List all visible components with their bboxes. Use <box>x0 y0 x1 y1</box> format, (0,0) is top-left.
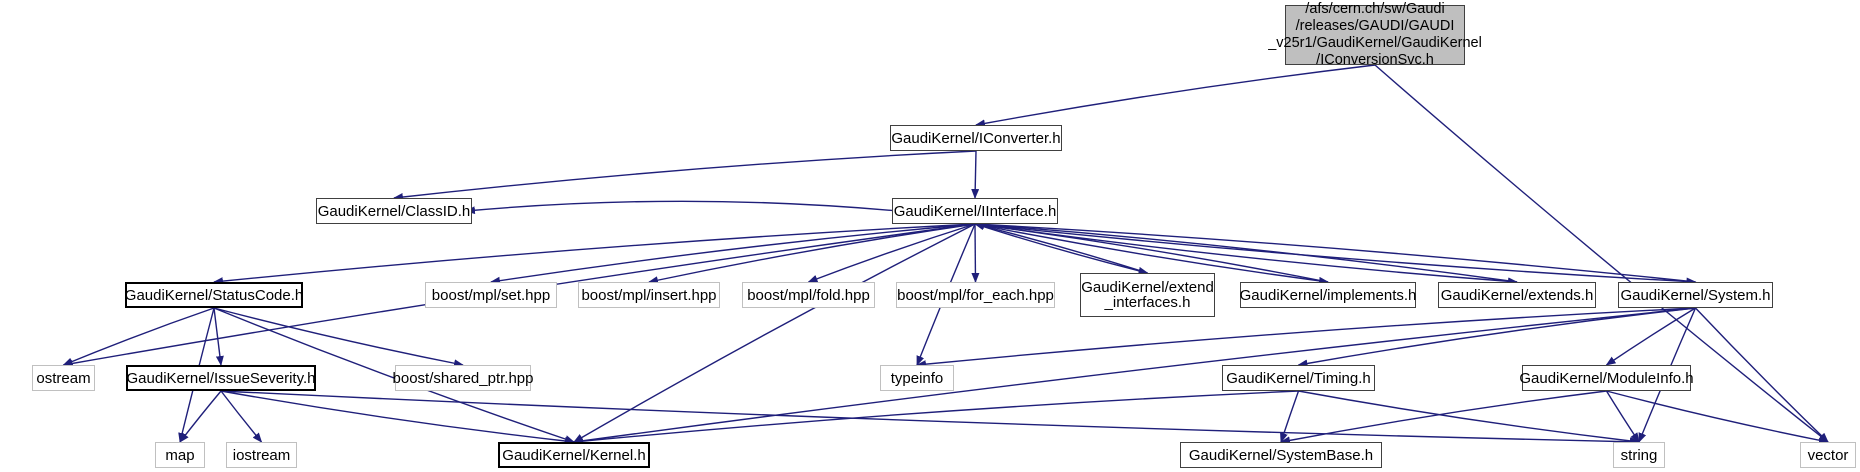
graph-edge-statuscode-to-issueseverity <box>213 307 224 366</box>
graph-edge-iconverter-to-classid <box>393 150 977 201</box>
graph-edge-system-to-moduleinfo <box>1605 307 1696 366</box>
graph-node-iinterface[interactable]: GaudiKernel/IInterface.h <box>892 198 1058 224</box>
graph-node-typeinfo[interactable]: typeinfo <box>880 365 954 391</box>
graph-edge-iconverter-to-iinterface <box>971 150 980 199</box>
graph-edge-iinterface-to-implements <box>974 223 1329 285</box>
graph-node-kernel[interactable]: GaudiKernel/Kernel.h <box>498 442 650 468</box>
graph-edge-iinterface-to-kernel <box>573 223 976 443</box>
graph-edge-iinterface-to-extendint <box>974 223 1149 275</box>
graph-node-issueseverity[interactable]: GaudiKernel/IssueSeverity.h <box>126 365 316 391</box>
graph-node-vector[interactable]: vector <box>1800 442 1856 468</box>
graph-node-mplfold[interactable]: boost/mpl/fold.hpp <box>742 282 875 308</box>
graph-edge-timing-to-string <box>1298 390 1640 445</box>
graph-edge-iinterface-to-system <box>974 223 1697 286</box>
graph-edge-statuscode-to-ostream <box>62 307 215 366</box>
graph-edge-root-to-iconverter <box>975 64 1376 128</box>
graph-edge-extends-to-iinterface <box>974 220 1518 283</box>
graph-edge-system-to-kernel <box>573 307 1696 445</box>
graph-edge-iinterface-to-mplset <box>490 223 976 285</box>
graph-edge-moduleinfo-to-systembase <box>1280 390 1607 445</box>
graph-edge-implements-to-iinterface <box>974 221 1329 283</box>
graph-node-root[interactable]: /afs/cern.ch/sw/Gaudi /releases/GAUDI/GA… <box>1268 1 1482 68</box>
graph-node-mplinsert[interactable]: boost/mpl/insert.hpp <box>578 282 720 308</box>
graph-edge-issueseverity-to-iostream <box>220 390 263 443</box>
graph-edge-system-to-timing <box>1297 307 1696 368</box>
graph-node-moduleinfo[interactable]: GaudiKernel/ModuleInfo.h <box>1519 365 1694 391</box>
graph-node-systembase[interactable]: GaudiKernel/SystemBase.h <box>1180 442 1382 468</box>
graph-node-implements[interactable]: GaudiKernel/implements.h <box>1240 282 1416 308</box>
graph-edge-statuscode-to-sharedptr <box>213 307 464 368</box>
graph-node-string[interactable]: string <box>1613 442 1665 468</box>
graph-edge-system-to-typeinfo <box>916 307 1696 369</box>
graph-edge-iinterface-to-mplforeach <box>971 223 980 283</box>
graph-node-mplforeach[interactable]: boost/mpl/for_each.hpp <box>896 282 1055 308</box>
graph-edge-iinterface-to-statuscode <box>213 223 976 286</box>
graph-edge-iinterface-to-classid <box>465 200 899 215</box>
graph-edge-system-to-iinterface <box>974 220 1696 283</box>
graph-edge-moduleinfo-to-vector <box>1606 390 1829 445</box>
graph-node-system[interactable]: GaudiKernel/System.h <box>1618 282 1773 308</box>
graph-node-iconverter[interactable]: GaudiKernel/IConverter.h <box>890 125 1062 151</box>
graph-node-statuscode[interactable]: GaudiKernel/StatusCode.h <box>125 282 303 308</box>
graph-edge-root-to-vector <box>1374 64 1829 443</box>
graph-node-extends[interactable]: GaudiKernel/extends.h <box>1438 282 1596 308</box>
graph-edge-issueseverity-to-map <box>179 390 222 443</box>
graph-node-extendint[interactable]: GaudiKernel/extend _interfaces.h <box>1080 273 1215 317</box>
graph-node-mplset[interactable]: boost/mpl/set.hpp <box>425 282 557 308</box>
graph-node-ostream[interactable]: ostream <box>32 365 95 391</box>
graph-edge-system-to-vector <box>1694 307 1829 443</box>
graph-edge-issueseverity-to-kernel <box>220 390 575 445</box>
graph-node-sharedptr[interactable]: boost/shared_ptr.hpp <box>393 365 533 391</box>
graph-edge-timing-to-systembase <box>1280 390 1300 443</box>
graph-node-timing[interactable]: GaudiKernel/Timing.h <box>1222 365 1375 391</box>
graph-edge-iinterface-to-mplinsert <box>648 223 976 285</box>
graph-edge-iinterface-to-mplfold <box>807 223 976 283</box>
graph-edge-extendint-to-iinterface <box>974 222 1148 274</box>
graph-node-classid[interactable]: GaudiKernel/ClassID.h <box>316 198 472 224</box>
graph-edge-timing-to-kernel <box>573 390 1299 446</box>
graph-edge-moduleinfo-to-string <box>1605 390 1640 443</box>
graph-node-iostream[interactable]: iostream <box>226 442 297 468</box>
graph-edge-statuscode-to-kernel <box>213 307 575 443</box>
graph-node-map[interactable]: map <box>155 442 205 468</box>
graph-edge-issueseverity-to-string <box>220 390 1640 446</box>
